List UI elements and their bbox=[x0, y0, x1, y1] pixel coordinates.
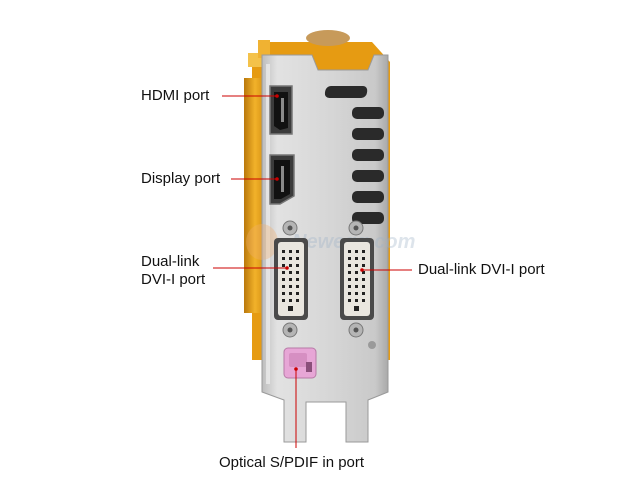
dvi-left-label-line1: Dual-link bbox=[141, 253, 200, 270]
displayport-port bbox=[269, 154, 295, 205]
dvi-left-label: Dual-link DVI-I port bbox=[141, 253, 205, 289]
hdmi-port bbox=[269, 85, 293, 135]
vent-slots bbox=[324, 86, 384, 224]
display-port-label: Display port bbox=[141, 170, 221, 187]
dvi-port-left bbox=[274, 220, 308, 338]
spdif-port-label: Optical S/PDIF in port bbox=[219, 454, 365, 471]
dvi-port-right bbox=[340, 220, 374, 338]
dvi-right-label: Dual-link DVI-I port bbox=[418, 261, 545, 278]
hdmi-port-label: HDMI port bbox=[141, 87, 210, 104]
leader-lines bbox=[213, 94, 412, 448]
bracket-screw bbox=[368, 341, 376, 349]
spdif-port bbox=[283, 347, 317, 379]
dvi-left-label-line2: DVI-I port bbox=[141, 271, 206, 288]
